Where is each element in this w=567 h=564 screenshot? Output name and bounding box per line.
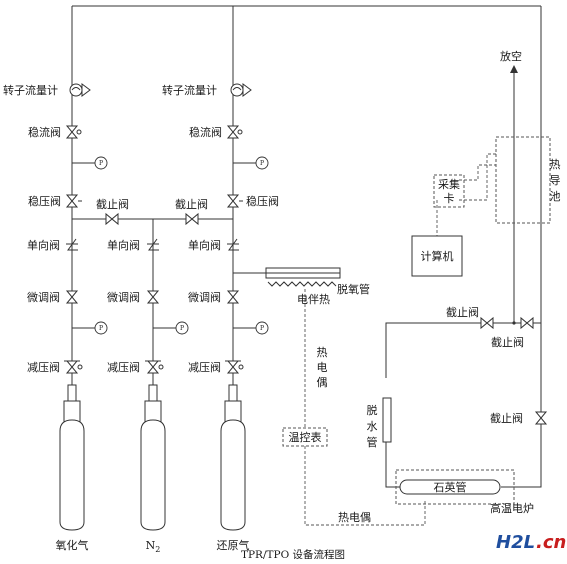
label-check-left: 单向阀 xyxy=(27,238,60,252)
reducing-valve-left xyxy=(64,360,83,374)
label-stop-header-right: 截止阀 xyxy=(175,197,208,211)
label-thermo-v-3: 偶 xyxy=(317,376,328,389)
label-steady-flow-right: 稳流阀 xyxy=(189,125,222,139)
svg-text:P: P xyxy=(99,160,103,167)
labels: 转子流量计 转子流量计 稳流阀 稳流阀 稳压阀 稳压阀 截止阀 截止阀 单向阀 … xyxy=(3,49,561,561)
reducing-valve-middle xyxy=(145,360,164,374)
thermocouple-wiring xyxy=(304,289,426,526)
label-steady-flow-left: 稳流阀 xyxy=(28,125,61,139)
check-valve-left xyxy=(66,238,78,251)
label-steady-pressure-left: 稳压阀 xyxy=(28,194,61,208)
label-temp-controller: 温控表 xyxy=(289,430,322,444)
piping xyxy=(71,5,542,488)
label-reducing-left: 减压阀 xyxy=(27,360,60,374)
daq-card-box xyxy=(433,174,465,208)
label-check-middle: 单向阀 xyxy=(107,238,140,252)
label-daq-2: 卡 xyxy=(444,192,455,205)
label-gas-reducing: 还原气 xyxy=(217,538,250,552)
label-thermo-v-2: 电 xyxy=(317,361,328,374)
steady-flow-valve-left xyxy=(65,125,82,139)
stop-valve-loop-left xyxy=(480,316,494,330)
label-flowmeter-right: 转子流量计 xyxy=(162,83,217,97)
stop-valve-furnace-return xyxy=(534,411,548,425)
steady-pressure-valve-left xyxy=(65,194,82,208)
gas-cylinders xyxy=(59,384,246,531)
fine-valve-middle xyxy=(146,290,160,304)
flowmeter-right xyxy=(230,83,252,97)
svg-text:P: P xyxy=(260,160,264,167)
label-dehydration-2: 水 xyxy=(367,420,378,433)
steady-pressure-valve-right xyxy=(226,194,243,208)
furnace-box xyxy=(395,469,515,505)
watermark-logo: H2L .cn xyxy=(496,532,566,553)
label-fine-left: 微调阀 xyxy=(27,290,60,304)
stop-valve-header-left xyxy=(105,212,119,226)
label-tcd-3: 池 xyxy=(550,190,561,203)
svg-text:P: P xyxy=(180,325,184,332)
stop-valve-header-right xyxy=(185,212,199,226)
label-reducing-right: 减压阀 xyxy=(188,360,221,374)
label-thermocouple: 热电偶 xyxy=(338,511,371,524)
daq-wiring xyxy=(436,153,496,236)
pressure-gauge-labels: P P P P P xyxy=(99,160,264,332)
flowmeter-left xyxy=(69,83,91,97)
temp-controller-box xyxy=(282,427,328,447)
label-stop-loop-right: 截止阀 xyxy=(491,335,524,349)
deoxy-tube xyxy=(265,267,341,279)
label-stop-furnace: 截止阀 xyxy=(490,411,523,425)
tee-junction xyxy=(512,321,516,325)
label-stop-header-left: 截止阀 xyxy=(96,197,129,211)
label-flowmeter-left: 转子流量计 xyxy=(3,83,58,97)
check-valve-right xyxy=(227,238,239,251)
label-check-right: 单向阀 xyxy=(188,238,221,252)
fine-valve-right xyxy=(226,290,240,304)
dehydration-tube xyxy=(382,397,392,443)
label-daq-1: 采集 xyxy=(438,177,460,191)
label-dehydration-1: 脱 xyxy=(367,403,378,417)
label-computer: 计算机 xyxy=(421,249,454,263)
steady-flow-valve-right xyxy=(226,125,243,139)
label-fine-right: 微调阀 xyxy=(188,290,221,304)
fine-valve-left xyxy=(65,290,79,304)
label-electric-heater: 电伴热 xyxy=(297,293,330,306)
svg-text:H2L: H2L xyxy=(496,532,535,553)
label-dehydration-3: 管 xyxy=(367,435,378,449)
diagram-caption: TPR/TPO 设备流程图 xyxy=(241,548,345,559)
label-furnace: 高温电炉 xyxy=(490,501,534,515)
label-fine-middle: 微调阀 xyxy=(107,290,140,304)
label-reducing-middle: 减压阀 xyxy=(107,360,140,374)
label-thermo-v-1: 热 xyxy=(317,346,328,359)
label-tcd-1: 热 xyxy=(550,158,561,171)
label-vent: 放空 xyxy=(500,49,522,63)
label-quartz-tube: 石英管 xyxy=(434,480,467,494)
svg-text:.cn: .cn xyxy=(536,532,566,553)
stop-valve-loop-right xyxy=(520,316,534,330)
svg-text:P: P xyxy=(99,325,103,332)
pressure-gauges xyxy=(94,156,269,335)
check-valve-middle xyxy=(147,238,159,251)
label-tcd-2: 导 xyxy=(550,174,561,187)
label-steady-pressure-right: 稳压阀 xyxy=(246,194,279,208)
reducing-valve-right xyxy=(225,360,244,374)
label-gas-n2: N2 xyxy=(146,539,161,554)
label-deoxy-tube: 脱氧管 xyxy=(337,282,370,296)
electric-heater-coil xyxy=(267,281,337,287)
computer-box xyxy=(411,235,463,277)
label-gas-oxidizing: 氧化气 xyxy=(56,538,89,552)
label-stop-loop-left: 截止阀 xyxy=(446,305,479,319)
svg-text:P: P xyxy=(260,325,264,332)
quartz-tube xyxy=(399,479,501,495)
tcd-box xyxy=(495,136,551,224)
